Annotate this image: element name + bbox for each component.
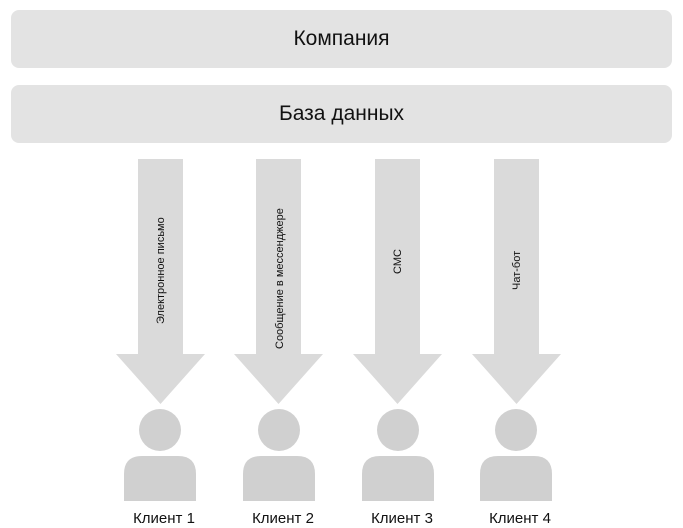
client-3: Клиент 3	[362, 409, 434, 527]
person-icon	[243, 409, 315, 501]
channel-arrow-3: СМС	[353, 159, 442, 404]
channel-label-2: Сообщение в мессенджере	[274, 208, 286, 349]
database-label: База данных	[278, 102, 405, 125]
database-bar: База данных	[11, 85, 672, 143]
person-icon	[362, 409, 434, 501]
company-label: Компания	[293, 27, 390, 50]
channel-label-1: Электронное письмо	[155, 217, 167, 324]
person-icon	[480, 409, 552, 501]
person-icon	[124, 409, 196, 501]
client-label-2: Клиент 2	[252, 510, 314, 527]
client-label-4: Клиент 4	[489, 510, 551, 527]
client-4: Клиент 4	[480, 409, 552, 527]
company-bar: Компания	[11, 10, 672, 68]
channel-arrow-1: Электронное письмо	[116, 159, 205, 404]
channel-label-3: СМС	[392, 249, 404, 274]
channel-arrow-4: Чат-бот	[472, 159, 561, 404]
client-label-3: Клиент 3	[371, 510, 433, 527]
channel-arrow-2: Сообщение в мессенджере	[234, 159, 323, 404]
client-label-1: Клиент 1	[133, 510, 195, 527]
client-2: Клиент 2	[243, 409, 315, 527]
channel-label-4: Чат-бот	[511, 251, 523, 290]
client-1: Клиент 1	[124, 409, 196, 527]
